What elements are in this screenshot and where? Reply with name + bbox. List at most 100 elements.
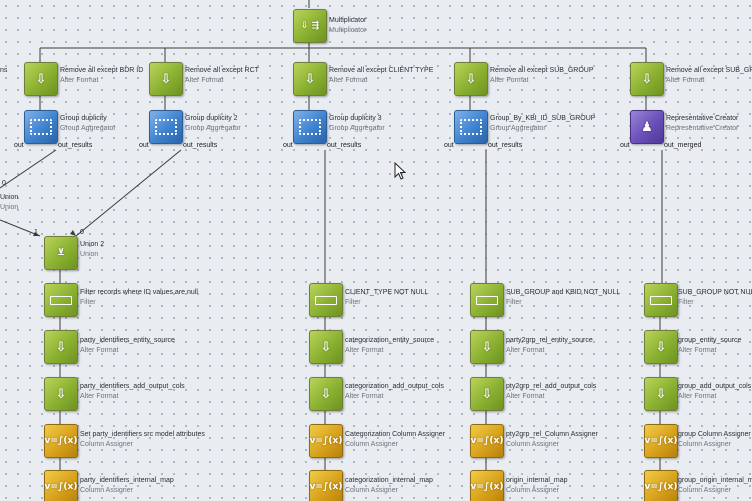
port-out[interactable]: out: [14, 142, 24, 149]
categorization-add-output-cols-node[interactable]: ⇩: [309, 377, 343, 411]
alter-format-icon: ⇩: [160, 71, 172, 87]
client-type-not-null-node[interactable]: [309, 283, 343, 317]
alter-format-icon: ⇩: [320, 339, 332, 355]
port-out[interactable]: out: [444, 142, 454, 149]
multiplicator-node[interactable]: ⇩ ⇶: [293, 9, 327, 43]
multiplicator-icon: ⇩ ⇶: [300, 20, 320, 31]
group-by-kbi-id-sub-group-node[interactable]: [454, 110, 488, 144]
group-duplicity-3-label: Group duplicity 3 Group Aggregator: [329, 115, 385, 132]
filter-null-ids-label: Filter records where ID values are null …: [80, 289, 198, 306]
port-out[interactable]: out: [620, 142, 630, 149]
party-identifiers-add-output-cols-label: party_identifiers_add_output_cols Alter …: [80, 383, 185, 400]
party-identifiers-internal-map-node[interactable]: v=∫(x): [44, 470, 78, 501]
alter-format-icon: ⇩: [465, 71, 477, 87]
port-in-1[interactable]: 1: [34, 229, 38, 236]
mouse-cursor-icon: [394, 162, 407, 180]
representative-creator-node[interactable]: ♟: [630, 110, 664, 144]
column-assigner-icon: v=∫(x): [470, 435, 504, 446]
port-in-0[interactable]: 0: [2, 180, 6, 187]
representative-creator-label: Representative Creator Representative Cr…: [666, 115, 739, 132]
party2grp-rel-entity-source-node[interactable]: ⇩: [470, 330, 504, 364]
categorization-column-assigner-node[interactable]: v=∫(x): [309, 424, 343, 458]
pty2grp-rel-column-assigner-node[interactable]: v=∫(x): [470, 424, 504, 458]
group-origin-internal-map-node[interactable]: v=∫(x): [644, 470, 678, 501]
port-out[interactable]: out: [139, 142, 149, 149]
remove-sub-group-2-node[interactable]: ⇩: [630, 62, 664, 96]
group-duplicity-3-node[interactable]: [293, 110, 327, 144]
port-out-results[interactable]: out_results: [58, 142, 93, 149]
group-entity-source-label: group_entity_source Alter Format: [678, 337, 742, 354]
alter-format-icon: ⇩: [304, 71, 316, 87]
port-out-merged[interactable]: out_merged: [664, 142, 702, 149]
group-by-kbi-id-sub-group-label: Group_By_KBI_ID_SUB_GROUP Group Aggregat…: [490, 115, 596, 132]
remove-sub-group-node[interactable]: ⇩: [454, 62, 488, 96]
filter-icon: [650, 295, 672, 305]
alter-format-icon: ⇩: [481, 386, 493, 402]
sub-group-kbid-not-null-node[interactable]: [470, 283, 504, 317]
partial-node-label: ns: [0, 67, 8, 74]
representative-creator-icon: ♟: [641, 119, 653, 135]
port-out[interactable]: out: [283, 142, 293, 149]
column-assigner-icon: v=∫(x): [644, 435, 678, 446]
port-out-results[interactable]: out_results: [488, 142, 523, 149]
client-type-not-null-label: CLIENT_TYPE NOT NULL Filter: [345, 289, 429, 306]
remove-bdr-id-node[interactable]: ⇩: [24, 62, 58, 96]
group-column-assigner-label: group Column Assigner Column Assigner: [678, 431, 751, 448]
column-assigner-icon: v=∫(x): [309, 481, 343, 492]
origin-internal-map-node[interactable]: v=∫(x): [470, 470, 504, 501]
remove-sub-group-label: Remove all except SUB_GROUP Alter Format: [490, 67, 594, 84]
union-2-label: Union 2 Union: [80, 241, 105, 258]
multiplicator-label: Multiplicator Multiplicator: [329, 17, 367, 34]
remove-client-type-node[interactable]: ⇩: [293, 62, 327, 96]
set-party-identifiers-label: Set party_identifiers src model attribut…: [80, 431, 205, 448]
sub-group-not-null-label: SUB_GROUP NOT NULL Filter: [678, 289, 752, 306]
group-entity-source-node[interactable]: ⇩: [644, 330, 678, 364]
party-identifiers-entity-source-node[interactable]: ⇩: [44, 330, 78, 364]
alter-format-icon: ⇩: [655, 386, 667, 402]
port-out-results[interactable]: out_results: [183, 142, 218, 149]
group-aggregator-icon: [299, 119, 321, 135]
group-aggregator-icon: [460, 119, 482, 135]
remove-bdr-id-label: Remove all except BDR ID Alter Format: [60, 67, 144, 84]
sub-group-not-null-node[interactable]: [644, 283, 678, 317]
alter-format-icon: ⇩: [481, 339, 493, 355]
party-identifiers-entity-source-label: party_identifiers_entity_source Alter Fo…: [80, 337, 175, 354]
group-duplicity-2-node[interactable]: [149, 110, 183, 144]
union-label: Union Union: [0, 194, 19, 211]
categorization-entity-source-node[interactable]: ⇩: [309, 330, 343, 364]
port-out-results[interactable]: out_results: [327, 142, 362, 149]
origin-internal-map-label: origin_internal_map Column Assigner: [506, 477, 568, 494]
alter-format-icon: ⇩: [35, 71, 47, 87]
alter-format-icon: ⇩: [55, 339, 67, 355]
group-aggregator-icon: [30, 119, 52, 135]
column-assigner-icon: v=∫(x): [309, 435, 343, 446]
column-assigner-icon: v=∫(x): [44, 435, 78, 446]
remove-rct-node[interactable]: ⇩: [149, 62, 183, 96]
party-identifiers-add-output-cols-node[interactable]: ⇩: [44, 377, 78, 411]
pty2grp-rel-add-output-cols-label: pty2grp_rel_add_output_cols Alter Format: [506, 383, 597, 400]
party-identifiers-internal-map-label: party_identifiers_internal_map Column As…: [80, 477, 174, 494]
set-party-identifiers-node[interactable]: v=∫(x): [44, 424, 78, 458]
sub-group-kbid-not-null-label: SUB_GROUP and KBID NOT_NULL Filter: [506, 289, 621, 306]
group-add-output-cols-label: group_add_output_cols Alter Format: [678, 383, 752, 400]
filter-icon: [315, 295, 337, 305]
categorization-add-output-cols-label: categorization_add_output_cols Alter For…: [345, 383, 444, 400]
alter-format-icon: ⇩: [641, 71, 653, 87]
column-assigner-icon: v=∫(x): [644, 481, 678, 492]
pty2grp-rel-add-output-cols-node[interactable]: ⇩: [470, 377, 504, 411]
union-2-node[interactable]: ⊻: [44, 236, 78, 270]
filter-icon: [50, 295, 72, 305]
alter-format-icon: ⇩: [655, 339, 667, 355]
column-assigner-icon: v=∫(x): [470, 481, 504, 492]
group-duplicity-2-label: Group duplicity 2 Group Aggregator: [185, 115, 241, 132]
group-origin-internal-map-label: group_origin_internal_m Column Assigner: [678, 477, 752, 494]
filter-null-ids-node[interactable]: [44, 283, 78, 317]
group-duplicity-node[interactable]: [24, 110, 58, 144]
categorization-internal-map-node[interactable]: v=∫(x): [309, 470, 343, 501]
group-add-output-cols-node[interactable]: ⇩: [644, 377, 678, 411]
port-in-0[interactable]: 0: [80, 229, 84, 236]
filter-icon: [476, 295, 498, 305]
group-column-assigner-node[interactable]: v=∫(x): [644, 424, 678, 458]
